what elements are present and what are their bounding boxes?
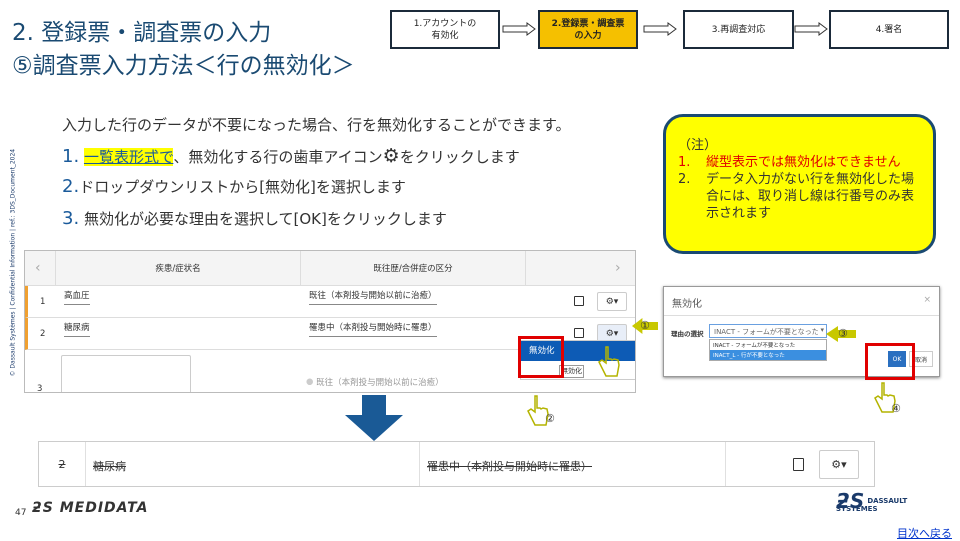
hand-cursor-icon	[874, 382, 896, 413]
table-row: 3 ● 既往（本剤投与開始以前に治癒）	[25, 350, 635, 393]
next-column-button[interactable]: ›	[615, 260, 621, 276]
reason-select[interactable]: INACT - フォームが不要となった▾	[709, 324, 827, 338]
row-number: 3	[37, 384, 43, 393]
process-arrow-icon	[643, 22, 677, 36]
gear-menu-button[interactable]: ⚙▾	[597, 292, 627, 311]
row-number: 2	[40, 328, 46, 339]
arrow-down-icon	[345, 395, 403, 441]
form-icon[interactable]	[574, 328, 584, 338]
chevron-down-icon: ▾	[820, 326, 824, 334]
gear-icon: ⚙	[382, 145, 400, 167]
reason-label: 理由の選択	[671, 330, 704, 338]
table-row: 1 高血圧 既往（本剤投与開始以前に治癒） ⚙▾	[25, 286, 635, 318]
disease-textarea[interactable]	[61, 355, 191, 392]
callout-2: ②	[545, 412, 555, 425]
intro-text: 入力した行のデータが不要になった場合、行を無効化することができます。	[62, 116, 571, 134]
column-header-category: 既往歴/合併症の区分	[300, 251, 526, 285]
highlight-box	[865, 343, 915, 380]
step-3: 3. 無効化が必要な理由を選択して[OK]をクリックします	[62, 208, 447, 229]
confidential-notice: © Dassault Systèmes | Confidential Infor…	[9, 148, 17, 377]
callout-3: ③	[838, 327, 848, 340]
row-number: 1	[40, 296, 46, 307]
close-button[interactable]: ×	[923, 295, 931, 305]
callout-4: ④	[891, 402, 901, 415]
hand-cursor-icon	[598, 346, 620, 377]
slide-title: 2. 登録票・調査票の入力	[12, 20, 272, 46]
note-item-2: 2.データ入力がない行を無効化した場合には、取り消し線は行番号のみ表示されます	[678, 172, 915, 221]
step-text: 無効化が必要な理由を選択して[OK]をクリックします	[83, 210, 447, 228]
step-1: 1. 一覧表形式で、無効化する行の歯車アイコン⚙をクリックします	[62, 145, 520, 167]
dialog-title: 無効化	[672, 299, 702, 310]
step-number: 1.	[62, 146, 80, 167]
category-field[interactable]: 罹患中（本剤投与開始時に罹患）	[309, 318, 437, 337]
callout-1: ①	[640, 319, 650, 332]
highlight-text: 一覧表形式で	[83, 148, 174, 166]
gear-menu-button[interactable]: ⚙▾	[819, 450, 859, 479]
step-text: ドロップダウンリストから[無効化]を選択します	[79, 178, 406, 196]
step-text: 、無効化する行の歯車アイコン	[173, 148, 383, 166]
hand-cursor-icon	[527, 395, 549, 426]
reason-options: INACT - フォームが不要となった INACT_L - 行が不要となった	[709, 339, 827, 361]
medidata-logo: ƻS MEDIDATA	[32, 500, 149, 516]
step-number: 2.	[62, 176, 80, 197]
cancel-button[interactable]: 取消	[909, 351, 933, 367]
step-text: をクリックします	[399, 148, 520, 166]
note-heading: （注）	[678, 138, 718, 153]
step-number: 3.	[62, 208, 80, 229]
table-header: ‹ 疾患/症状名 既往歴/合併症の区分 ›	[25, 251, 635, 286]
process-step-2: 2.登録票・調査票 の入力	[538, 10, 638, 49]
inactivate-dialog: 無効化 × 理由の選択 INACT - フォームが不要となった▾ INACT -…	[663, 286, 940, 377]
reason-option[interactable]: INACT - フォームが不要となった	[713, 343, 796, 349]
step-2: 2.ドロップダウンリストから[無効化]を選択します	[62, 176, 406, 197]
process-step-3: 3.再調査対応	[683, 10, 794, 49]
row-number: 2	[39, 442, 86, 486]
disease-field[interactable]: 高血圧	[64, 286, 90, 305]
disease-field[interactable]: 糖尿病	[64, 318, 90, 337]
toc-link[interactable]: 目次へ戻る	[897, 527, 952, 540]
column-header-disease: 疾患/症状名	[55, 251, 300, 285]
note-item-1: 1.縦型表示では無効化はできません	[678, 155, 901, 170]
form-icon[interactable]	[793, 458, 804, 471]
page-number: 47	[15, 508, 27, 518]
ok-button[interactable]: OK	[888, 351, 906, 367]
log-table: ‹ 疾患/症状名 既往歴/合併症の区分 › 1 高血圧 既往（本剤投与開始以前に…	[24, 250, 636, 393]
tooltip: 無効化	[559, 365, 584, 378]
process-arrow-icon	[794, 22, 828, 36]
arrow-left-icon	[826, 326, 856, 342]
process-step-1: 1.アカウントの 有効化	[390, 10, 500, 49]
process-arrow-icon	[502, 22, 536, 36]
process-step-4: 4.署名	[829, 10, 949, 49]
disease-value: 糖尿病	[93, 460, 126, 473]
highlight-box	[518, 336, 564, 378]
form-icon[interactable]	[574, 296, 584, 306]
reason-option[interactable]: INACT_L - 行が不要となった	[710, 350, 826, 360]
category-field[interactable]: 既往（本剤投与開始以前に治癒）	[309, 286, 437, 305]
prev-column-button[interactable]: ‹	[35, 260, 41, 276]
category-value: 罹患中（本剤投与開始時に罹患）	[427, 460, 592, 473]
note-box: （注） 1.縦型表示では無効化はできません 2.データ入力がない行を無効化した場…	[663, 114, 936, 254]
slide-subtitle: ⑤調査票入力方法＜行の無効化＞	[12, 53, 355, 79]
inactivated-row: 2 糖尿病 罹患中（本剤投与開始時に罹患） ⚙▾	[38, 441, 875, 487]
arrow-left-icon	[632, 318, 658, 334]
category-radio[interactable]: ● 既往（本剤投与開始以前に治癒）	[306, 377, 444, 388]
